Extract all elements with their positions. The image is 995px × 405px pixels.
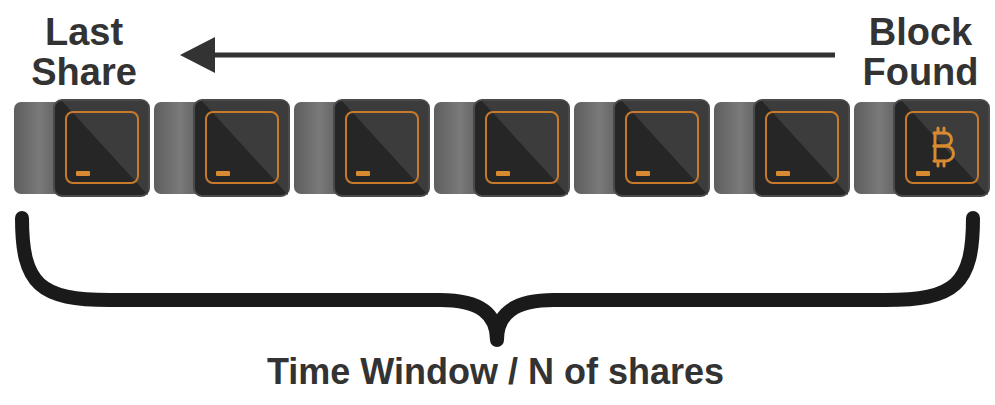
miner-tile [154, 100, 289, 196]
miner-tile [14, 100, 149, 196]
miner-tile [434, 100, 569, 196]
miner-tile [574, 100, 709, 196]
start-label: Last Share [8, 12, 160, 92]
bitcoin-symbol [934, 128, 954, 166]
miner-tile [714, 100, 849, 196]
window-label: Time Window / N of shares [0, 350, 993, 394]
miner-tile [294, 100, 429, 196]
arrow-head [180, 37, 215, 73]
window-brace [22, 218, 973, 340]
end-label: Block Found [848, 12, 993, 92]
miner-tile [854, 100, 989, 196]
direction-arrow [210, 53, 835, 58]
